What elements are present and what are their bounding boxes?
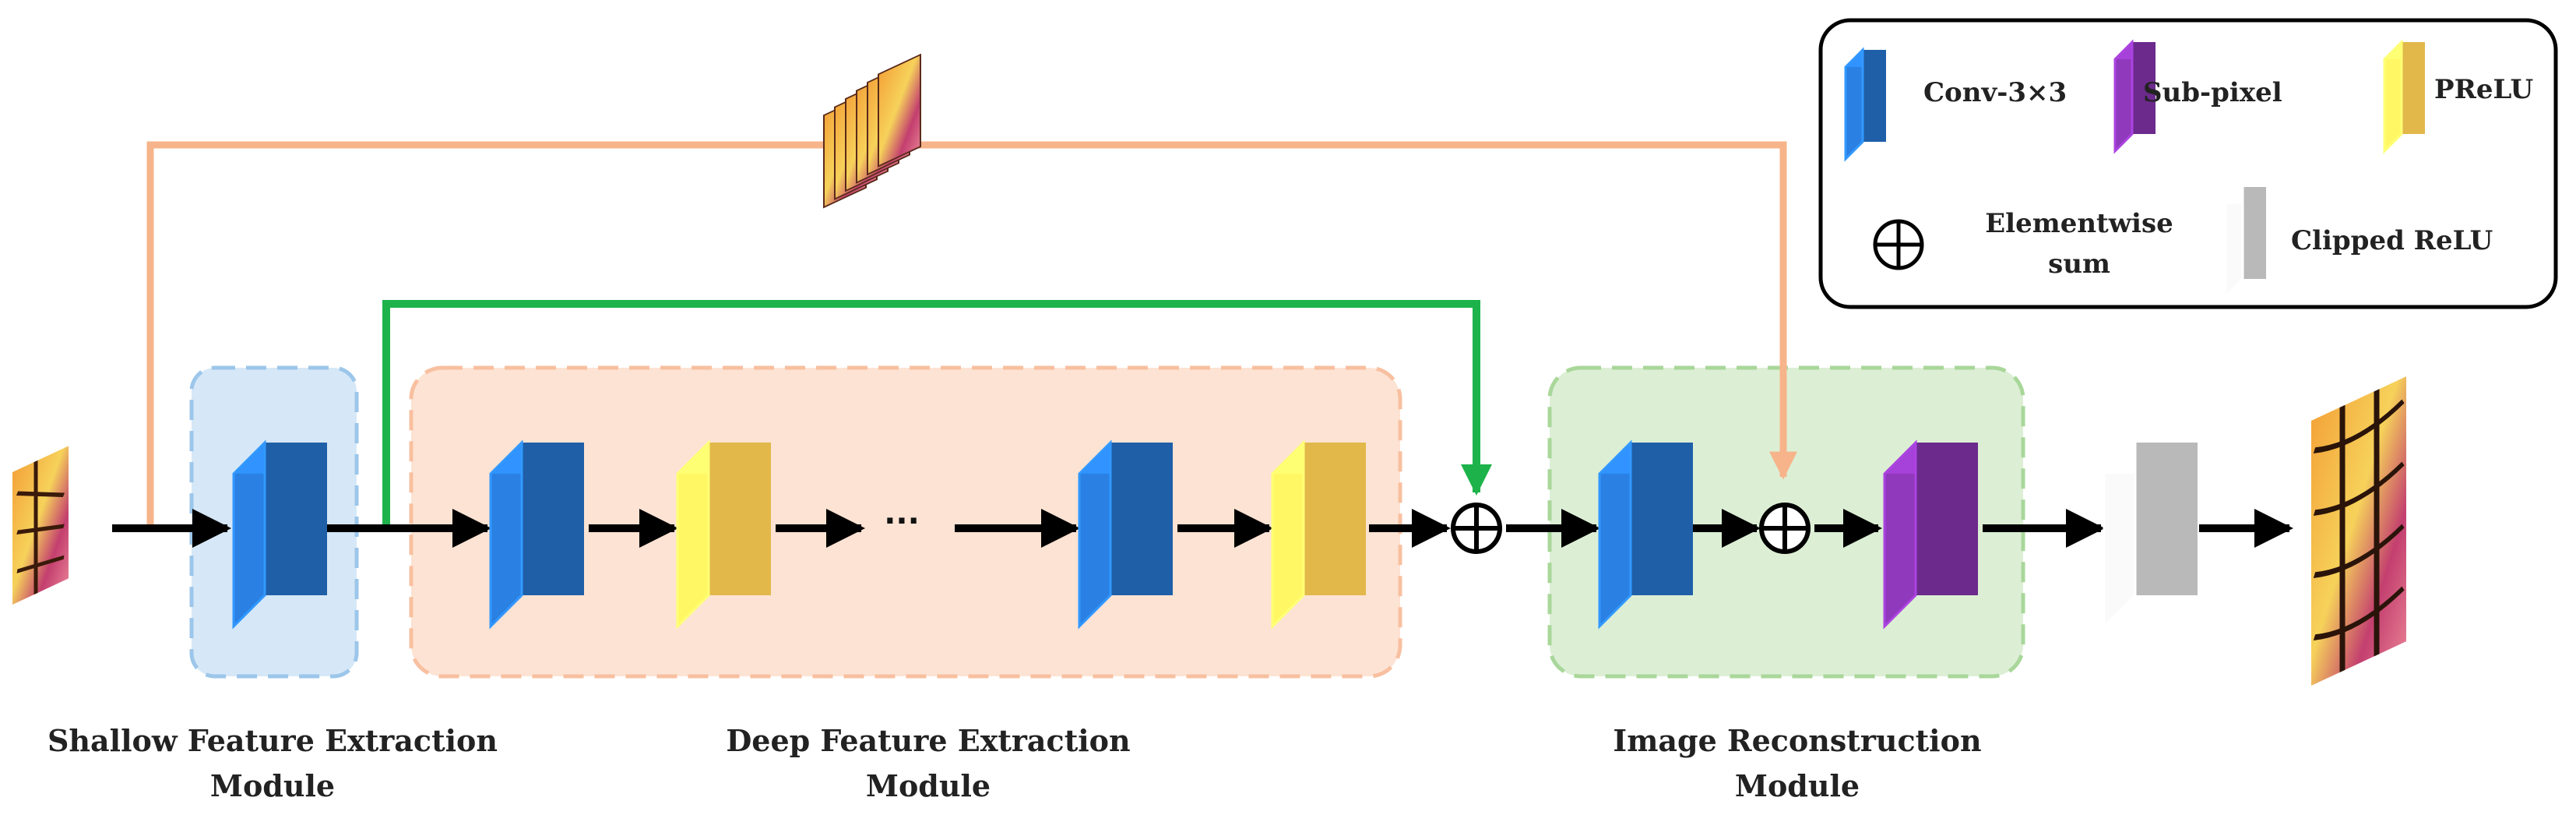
shallow-module-caption-line2: Module xyxy=(209,768,336,803)
legend-sum-label-line2: sum xyxy=(2048,249,2110,280)
layer-blocks xyxy=(232,439,2198,630)
deep-module-caption-line2: Module xyxy=(865,768,991,803)
deep-conv-block-n xyxy=(1078,439,1173,630)
recon-module-caption: Image Reconstruction Module xyxy=(1556,718,2039,809)
legend-clipped-label: Clipped ReLU xyxy=(2291,225,2493,256)
shallow-module-caption-line1: Shallow Feature Extraction xyxy=(47,723,498,758)
clipped-relu-block xyxy=(2103,439,2198,630)
legend-subpixel-label: Sub-pixel xyxy=(2143,77,2282,108)
sum-node-deep xyxy=(1451,503,1502,554)
output-image xyxy=(2311,376,2406,686)
deep-prelu-block-n xyxy=(1271,439,1366,630)
recon-module-caption-line2: Module xyxy=(1734,768,1860,803)
legend-clipped-swatch xyxy=(2224,184,2266,299)
residual-skip-connection xyxy=(382,300,1492,528)
input-image xyxy=(12,446,69,605)
legend-swatches xyxy=(1844,39,2425,299)
legend: Conv-3×3 Sub-pixel PReLU Elementwise sum… xyxy=(1818,18,2558,309)
feature-maps-stack xyxy=(823,53,921,209)
legend-sum-label-line1: Elementwise xyxy=(1985,208,2173,239)
sum-node-recon xyxy=(1759,503,1811,554)
global-skip-connection xyxy=(146,141,1797,528)
ellipsis: ··· xyxy=(884,503,920,539)
legend-subpixel-swatch xyxy=(2113,39,2155,154)
legend-box xyxy=(1818,18,2558,309)
recon-module-caption-line1: Image Reconstruction xyxy=(1613,723,1982,758)
shallow-module-caption: Shallow Feature Extraction Module xyxy=(31,718,514,809)
deep-prelu-block-1 xyxy=(676,439,771,630)
shallow-conv-block xyxy=(232,439,327,630)
legend-prelu-swatch xyxy=(2383,39,2425,154)
recon-subpixel-block xyxy=(1883,439,1978,630)
legend-sum-symbol xyxy=(1873,219,1924,270)
legend-conv-label: Conv-3×3 xyxy=(1923,77,2067,108)
deep-module-caption-line1: Deep Feature Extraction xyxy=(726,723,1131,758)
legend-conv-swatch xyxy=(1844,47,1886,162)
legend-prelu-label: PReLU xyxy=(2434,74,2533,105)
deep-conv-block-1 xyxy=(489,439,584,630)
recon-conv-block xyxy=(1598,439,1693,630)
deep-module-caption: Deep Feature Extraction Module xyxy=(687,718,1170,809)
